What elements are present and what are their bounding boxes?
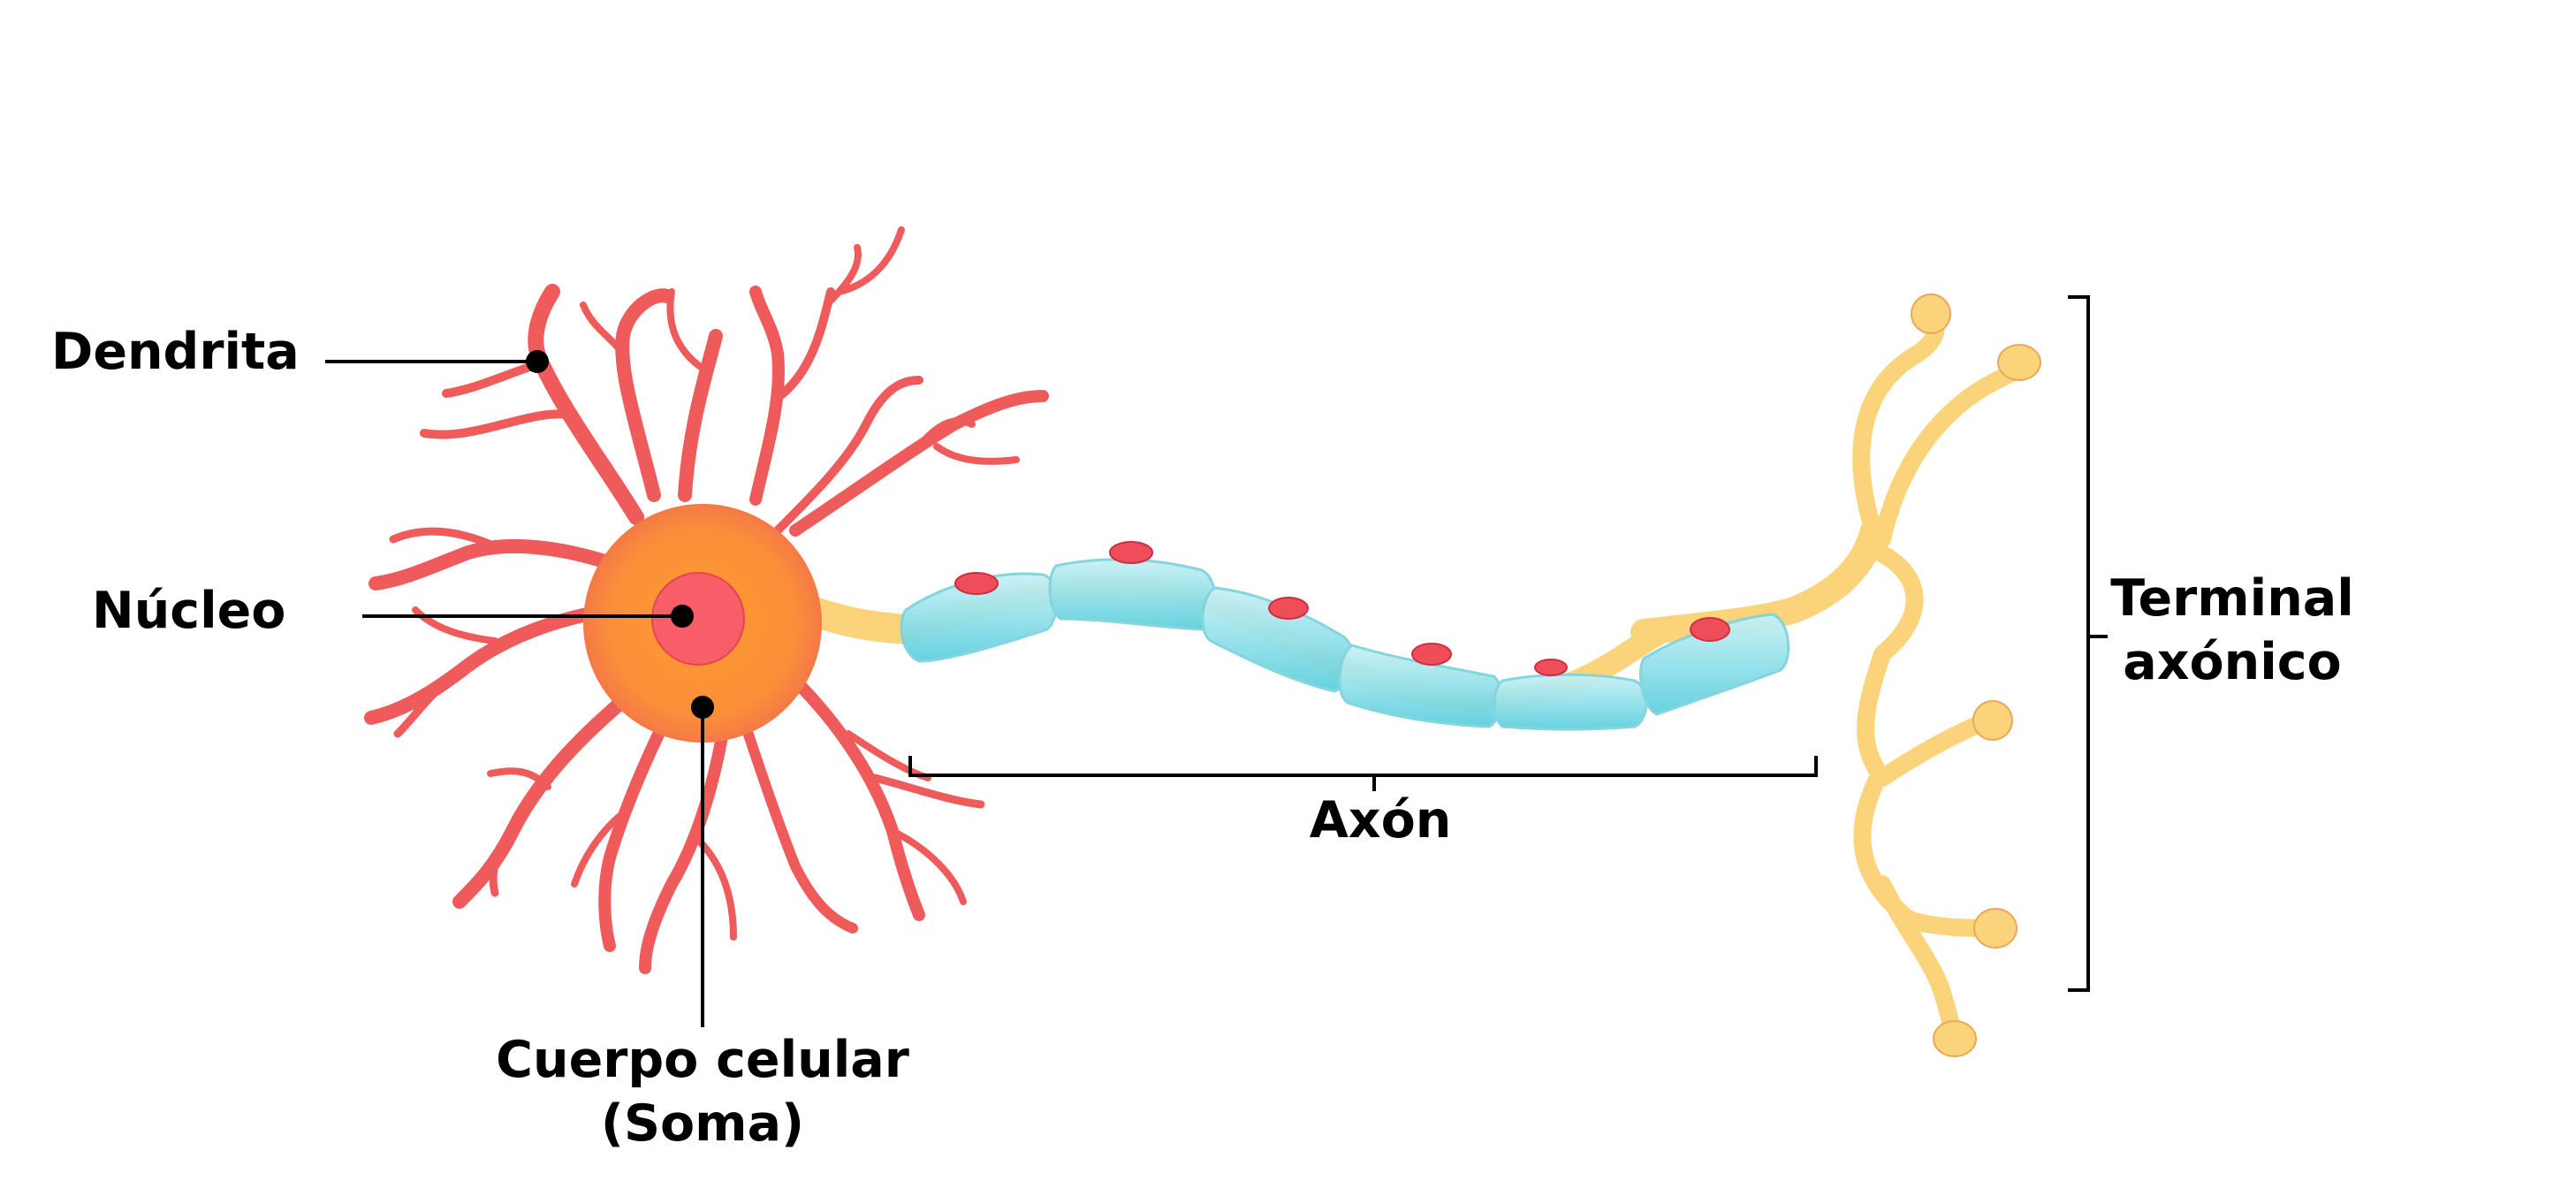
soma-label-line1: Cuerpo celular [496, 1031, 909, 1089]
schwann-nucleus [954, 572, 999, 595]
axon-label: Axón [1310, 791, 1452, 850]
dendrite-leader-dot [526, 350, 549, 373]
nucleus-leader-dot [671, 605, 694, 628]
terminal-bulb [1972, 700, 2013, 741]
terminal-bulb [1973, 908, 2017, 949]
terminal-bulb [1997, 344, 2041, 381]
schwann-nucleus [1534, 659, 1568, 676]
terminal-label-line2: axónico [2123, 633, 2341, 691]
terminal-bracket [2068, 295, 2108, 992]
terminal-bulb [1933, 1020, 1977, 1057]
axon-terminal-bulbs [1911, 293, 2041, 1057]
nucleus-label: Núcleo [92, 582, 285, 640]
terminal-label-line1: Terminal [2110, 569, 2354, 628]
schwann-nuclei [954, 541, 1730, 676]
dendrites [364, 226, 1049, 974]
schwann-nucleus [1411, 643, 1452, 666]
schwann-nucleus [1690, 617, 1730, 642]
myelin-segment [1493, 673, 1648, 731]
axon-hillock [794, 595, 925, 644]
myelin-segment [1048, 558, 1217, 631]
axon-bracket [908, 756, 1818, 791]
schwann-nucleus [1109, 541, 1153, 564]
terminal-bulb [1911, 293, 1951, 334]
dendrite-label: Dendrita [51, 323, 300, 381]
soma-leader-dot [691, 696, 714, 719]
myelin-sheath [900, 558, 1790, 731]
schwann-nucleus [1268, 597, 1309, 620]
nucleus [651, 572, 745, 666]
axon-terminal [1630, 305, 2037, 1043]
myelin-segment [1338, 644, 1503, 728]
soma-label-line2: (Soma) [601, 1094, 804, 1153]
